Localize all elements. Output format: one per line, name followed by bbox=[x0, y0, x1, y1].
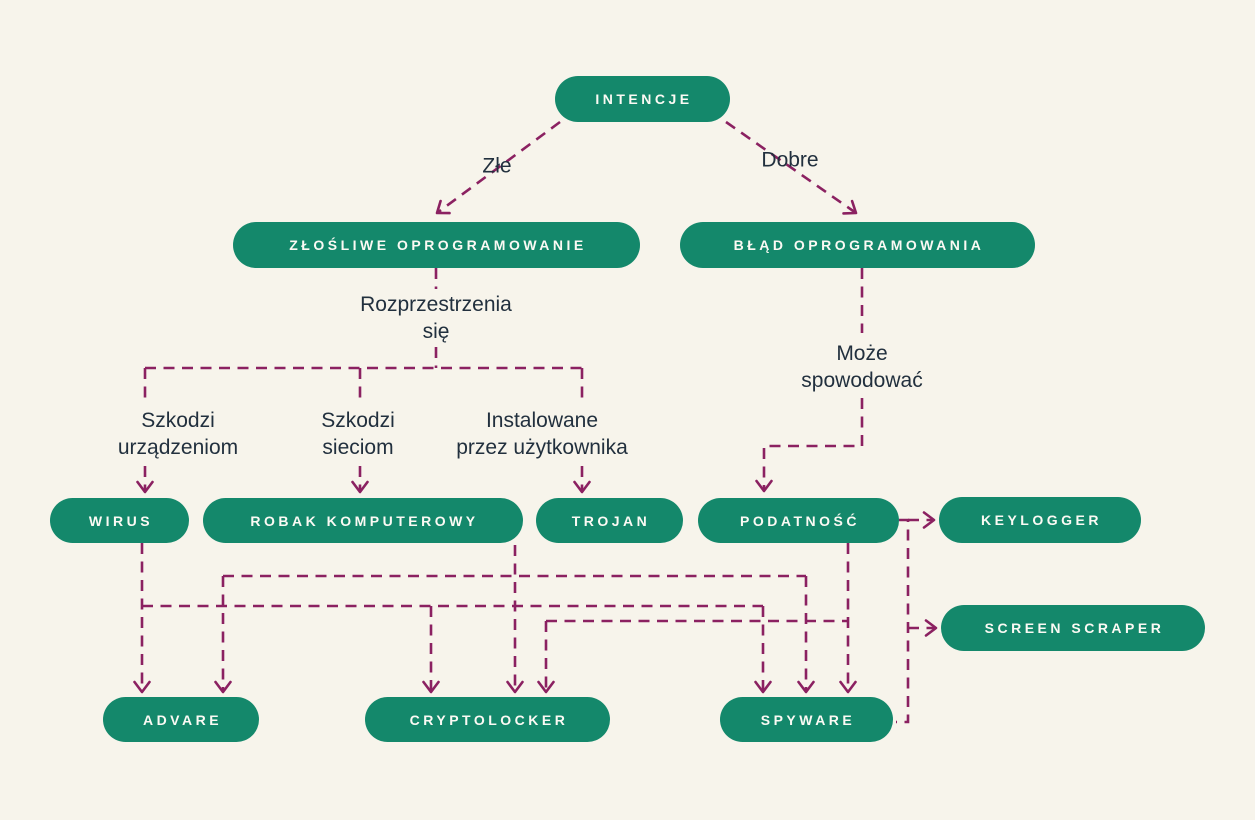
edge-intencje-to-blad bbox=[725, 120, 858, 215]
node-intencje: INTENCJE bbox=[555, 76, 730, 122]
edge-label-szkodzi-urzadzeniom: Szkodzi urządzeniom bbox=[118, 408, 238, 462]
edge-label-instalowane: Instalowane przez użytkownika bbox=[456, 408, 628, 462]
edge-label-line: urządzeniom bbox=[117, 436, 239, 459]
edge-moze-elbow-into-podatnosc bbox=[755, 398, 864, 493]
edge-label-moze-spowodowac: Może spowodować bbox=[801, 341, 922, 395]
node-podatnosc: PODATNOŚĆ bbox=[698, 498, 899, 543]
node-spyware: SPYWARE bbox=[720, 697, 893, 742]
edge-label-zle: Złe bbox=[482, 154, 511, 181]
edges-group bbox=[133, 120, 938, 724]
edge-label-line: się bbox=[422, 320, 450, 343]
node-label: KEYLOGGER bbox=[981, 512, 1102, 528]
edge-label-line: Dobre bbox=[761, 148, 819, 172]
edge-label-line: Instalowane bbox=[485, 409, 599, 433]
edge-label-line: Szkodzi bbox=[321, 409, 395, 433]
node-label: BŁĄD OPROGRAMOWANIA bbox=[733, 237, 985, 253]
node-screen-scraper: SCREEN SCRAPER bbox=[941, 605, 1205, 651]
edge-label-line: Może bbox=[836, 342, 888, 366]
edge-label-line: Złe bbox=[482, 154, 512, 178]
node-cryptolocker: CRYPTOLOCKER bbox=[365, 697, 610, 742]
edge-label-szkodzi-sieciom: Szkodzi sieciom bbox=[321, 408, 395, 462]
node-robak-komputerowy: ROBAK KOMPUTEROWY bbox=[203, 498, 523, 543]
edge-label-dobre: Dobre bbox=[761, 148, 818, 175]
edge-label-line: sieciom bbox=[322, 436, 394, 459]
node-advare: ADVARE bbox=[103, 697, 259, 742]
node-trojan: TROJAN bbox=[536, 498, 683, 543]
node-label: ZŁOŚLIWE OPROGRAMOWANIE bbox=[289, 237, 587, 253]
node-label: SCREEN SCRAPER bbox=[984, 620, 1165, 636]
edge-label-line: spowodować bbox=[801, 369, 923, 392]
node-label: INTENCJE bbox=[595, 91, 693, 107]
node-label: CRYPTOLOCKER bbox=[409, 711, 569, 728]
edge-label-line: Szkodzi bbox=[141, 409, 215, 433]
node-label: SPYWARE bbox=[760, 711, 856, 728]
edge-label-line: przez użytkownika bbox=[456, 436, 628, 459]
node-zlosliwe-oprogramowanie: ZŁOŚLIWE OPROGRAMOWANIE bbox=[233, 222, 640, 268]
node-wirus: WIRUS bbox=[50, 498, 189, 543]
edge-label-rozprzestrzenia-sie: Rozprzestrzenia się bbox=[360, 292, 512, 346]
node-blad-oprogramowania: BŁĄD OPROGRAMOWANIA bbox=[680, 222, 1035, 268]
edge-right-rail bbox=[896, 518, 910, 724]
node-label: ROBAK KOMPUTEROWY bbox=[250, 512, 479, 529]
node-label: TROJAN bbox=[571, 512, 651, 529]
node-label: ADVARE bbox=[142, 711, 223, 728]
edge-intencje-to-zlosliwe bbox=[435, 120, 561, 215]
node-label: WIRUS bbox=[88, 512, 154, 529]
edge-label-line: Rozprzestrzenia bbox=[360, 293, 512, 317]
node-label: PODATNOŚĆ bbox=[740, 512, 860, 529]
node-keylogger: KEYLOGGER bbox=[939, 497, 1141, 543]
